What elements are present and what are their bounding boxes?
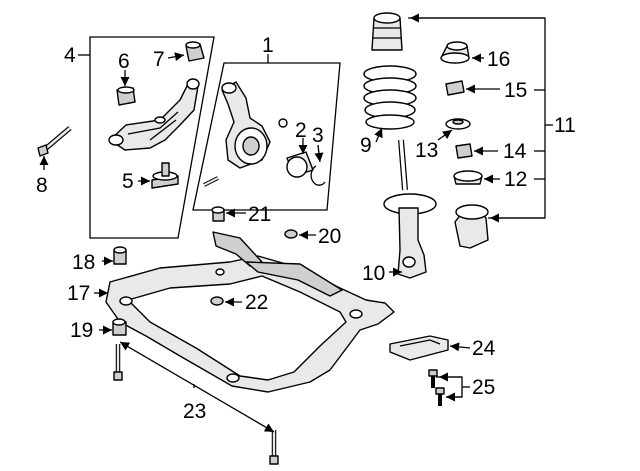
callout-16: 16 <box>487 48 510 71</box>
callout-18: 18 <box>72 251 95 274</box>
callout-14: 14 <box>503 140 527 163</box>
mount-16 <box>440 41 470 64</box>
callout-24: 24 <box>472 337 496 360</box>
callout-5: 5 <box>122 170 134 193</box>
callout-17: 17 <box>67 282 90 305</box>
callout-3: 3 <box>312 124 324 147</box>
callout-21: 21 <box>248 203 271 226</box>
lower-control-arm <box>108 78 200 151</box>
strut-10 <box>383 139 437 279</box>
knuckle-nut <box>278 118 288 128</box>
knuckle-group-box <box>192 62 341 211</box>
knuckle-bolt <box>203 176 219 187</box>
callout-9: 9 <box>360 134 372 157</box>
callout-1: 1 <box>262 34 274 57</box>
callout-22: 22 <box>245 291 268 314</box>
bracket-24 <box>389 335 449 361</box>
leader-lines <box>39 13 553 433</box>
control-arm-bushing-6 <box>116 86 136 106</box>
bump-stop-top <box>371 12 403 51</box>
coil-spring-9 <box>363 65 417 130</box>
callout-10: 10 <box>362 262 385 285</box>
bolt-23-left <box>113 344 123 381</box>
bushing-20 <box>284 229 298 239</box>
callout-6: 6 <box>118 50 130 73</box>
nut-14 <box>455 143 473 159</box>
callout-13: 13 <box>415 139 438 162</box>
callout-12: 12 <box>504 168 527 191</box>
callout-2: 2 <box>295 119 307 142</box>
ball-joint-5 <box>151 162 179 189</box>
bearing-12 <box>453 170 483 185</box>
callout-15: 15 <box>504 79 527 102</box>
bolt-8 <box>37 126 72 157</box>
seat-13 <box>445 118 471 130</box>
callout-11: 11 <box>554 114 576 137</box>
strut-mount-11 <box>454 204 489 249</box>
callout-8: 8 <box>36 174 48 197</box>
callout-19: 19 <box>70 319 93 342</box>
callout-20: 20 <box>318 225 341 248</box>
subframe-17 <box>105 231 395 393</box>
steering-knuckle <box>221 81 271 169</box>
callout-labels: 4 6 7 8 5 1 2 3 9 10 11 12 13 14 15 16 1… <box>36 34 576 423</box>
bushing-19 <box>112 318 127 336</box>
callout-25: 25 <box>472 376 495 399</box>
bushing-21 <box>211 206 225 222</box>
bolts-25 <box>428 369 445 406</box>
callout-4: 4 <box>64 44 76 67</box>
nut-15 <box>445 80 465 96</box>
control-arm-group-box <box>89 36 215 239</box>
callout-23: 23 <box>183 400 206 423</box>
bolt-23-right <box>269 430 279 465</box>
bushing-18 <box>113 246 127 265</box>
callout-7: 7 <box>153 48 165 71</box>
snap-ring-3 <box>310 165 326 186</box>
control-arm-bushing-7 <box>185 41 205 62</box>
wheel-bearing-2 <box>286 151 314 178</box>
bushing-22 <box>210 296 224 306</box>
